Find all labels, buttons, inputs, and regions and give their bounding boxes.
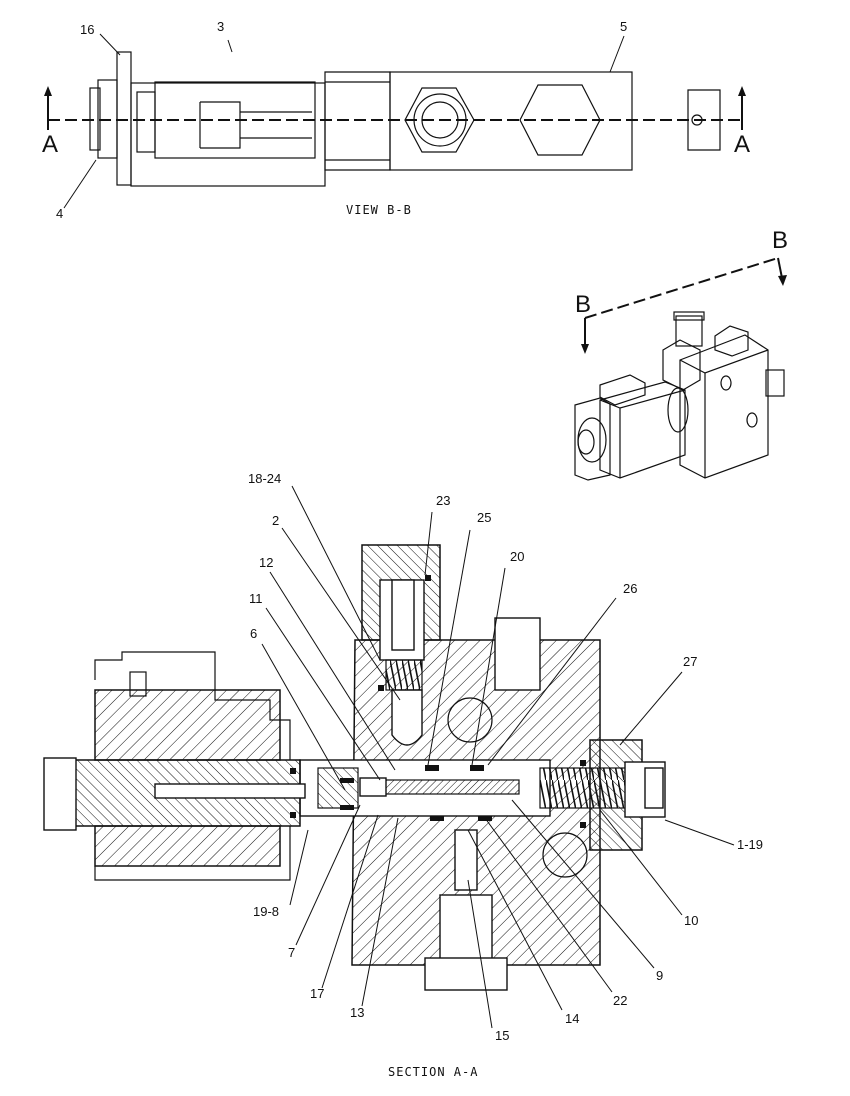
iso-valve-block [679, 334, 769, 479]
callout-18-24: 18-24 [248, 471, 281, 486]
callout-12: 12 [259, 555, 273, 570]
iso-solenoid [599, 381, 686, 479]
iso-fitting [675, 315, 703, 347]
section-aa: 18-24 23 2 25 20 12 26 11 6 27 1-19 19-8… [43, 471, 763, 1079]
callout-17: 17 [310, 986, 324, 1001]
section-mark-b-right: B [772, 227, 788, 254]
callout-25: 25 [477, 510, 491, 525]
callout-1-19: 1-19 [737, 837, 763, 852]
callout-16: 16 [80, 22, 94, 37]
flange-plate [116, 51, 132, 186]
callout-11: 11 [249, 591, 263, 606]
callout-4: 4 [56, 206, 63, 221]
callout-26: 26 [623, 581, 637, 596]
callout-19-8: 19-8 [253, 904, 279, 919]
sa-coil-bottom [94, 825, 281, 867]
callout-5: 5 [620, 19, 627, 34]
callout-2: 2 [272, 513, 279, 528]
iso-view: B B [574, 227, 788, 481]
callout-9: 9 [656, 968, 663, 983]
sa-coil-top [94, 689, 281, 761]
sa-bottom-plug [439, 894, 493, 966]
section-mark-b-left: B [575, 291, 591, 318]
view-bb-caption: VIEW B-B [346, 203, 412, 217]
sa-spool [383, 779, 520, 795]
callout-13: 13 [350, 1005, 364, 1020]
section-mark-a-left: A [42, 131, 58, 158]
callout-7: 7 [288, 945, 295, 960]
solenoid-body [130, 82, 326, 187]
callout-27: 27 [683, 654, 697, 669]
sa-spring [539, 767, 636, 809]
callout-23: 23 [436, 493, 450, 508]
callout-3: 3 [217, 19, 224, 34]
callout-15: 15 [495, 1028, 509, 1043]
sa-end-knob [43, 757, 77, 831]
callout-10: 10 [684, 913, 698, 928]
section-mark-a-right: A [734, 131, 750, 158]
callout-20: 20 [510, 549, 524, 564]
callout-6: 6 [250, 626, 257, 641]
callout-22: 22 [613, 993, 627, 1008]
section-aa-caption: SECTION A-A [388, 1065, 478, 1079]
section-line-bb [584, 257, 779, 319]
callout-14: 14 [565, 1011, 579, 1026]
view-bb: A A 16 3 5 4 VIEW B-B [42, 19, 750, 221]
